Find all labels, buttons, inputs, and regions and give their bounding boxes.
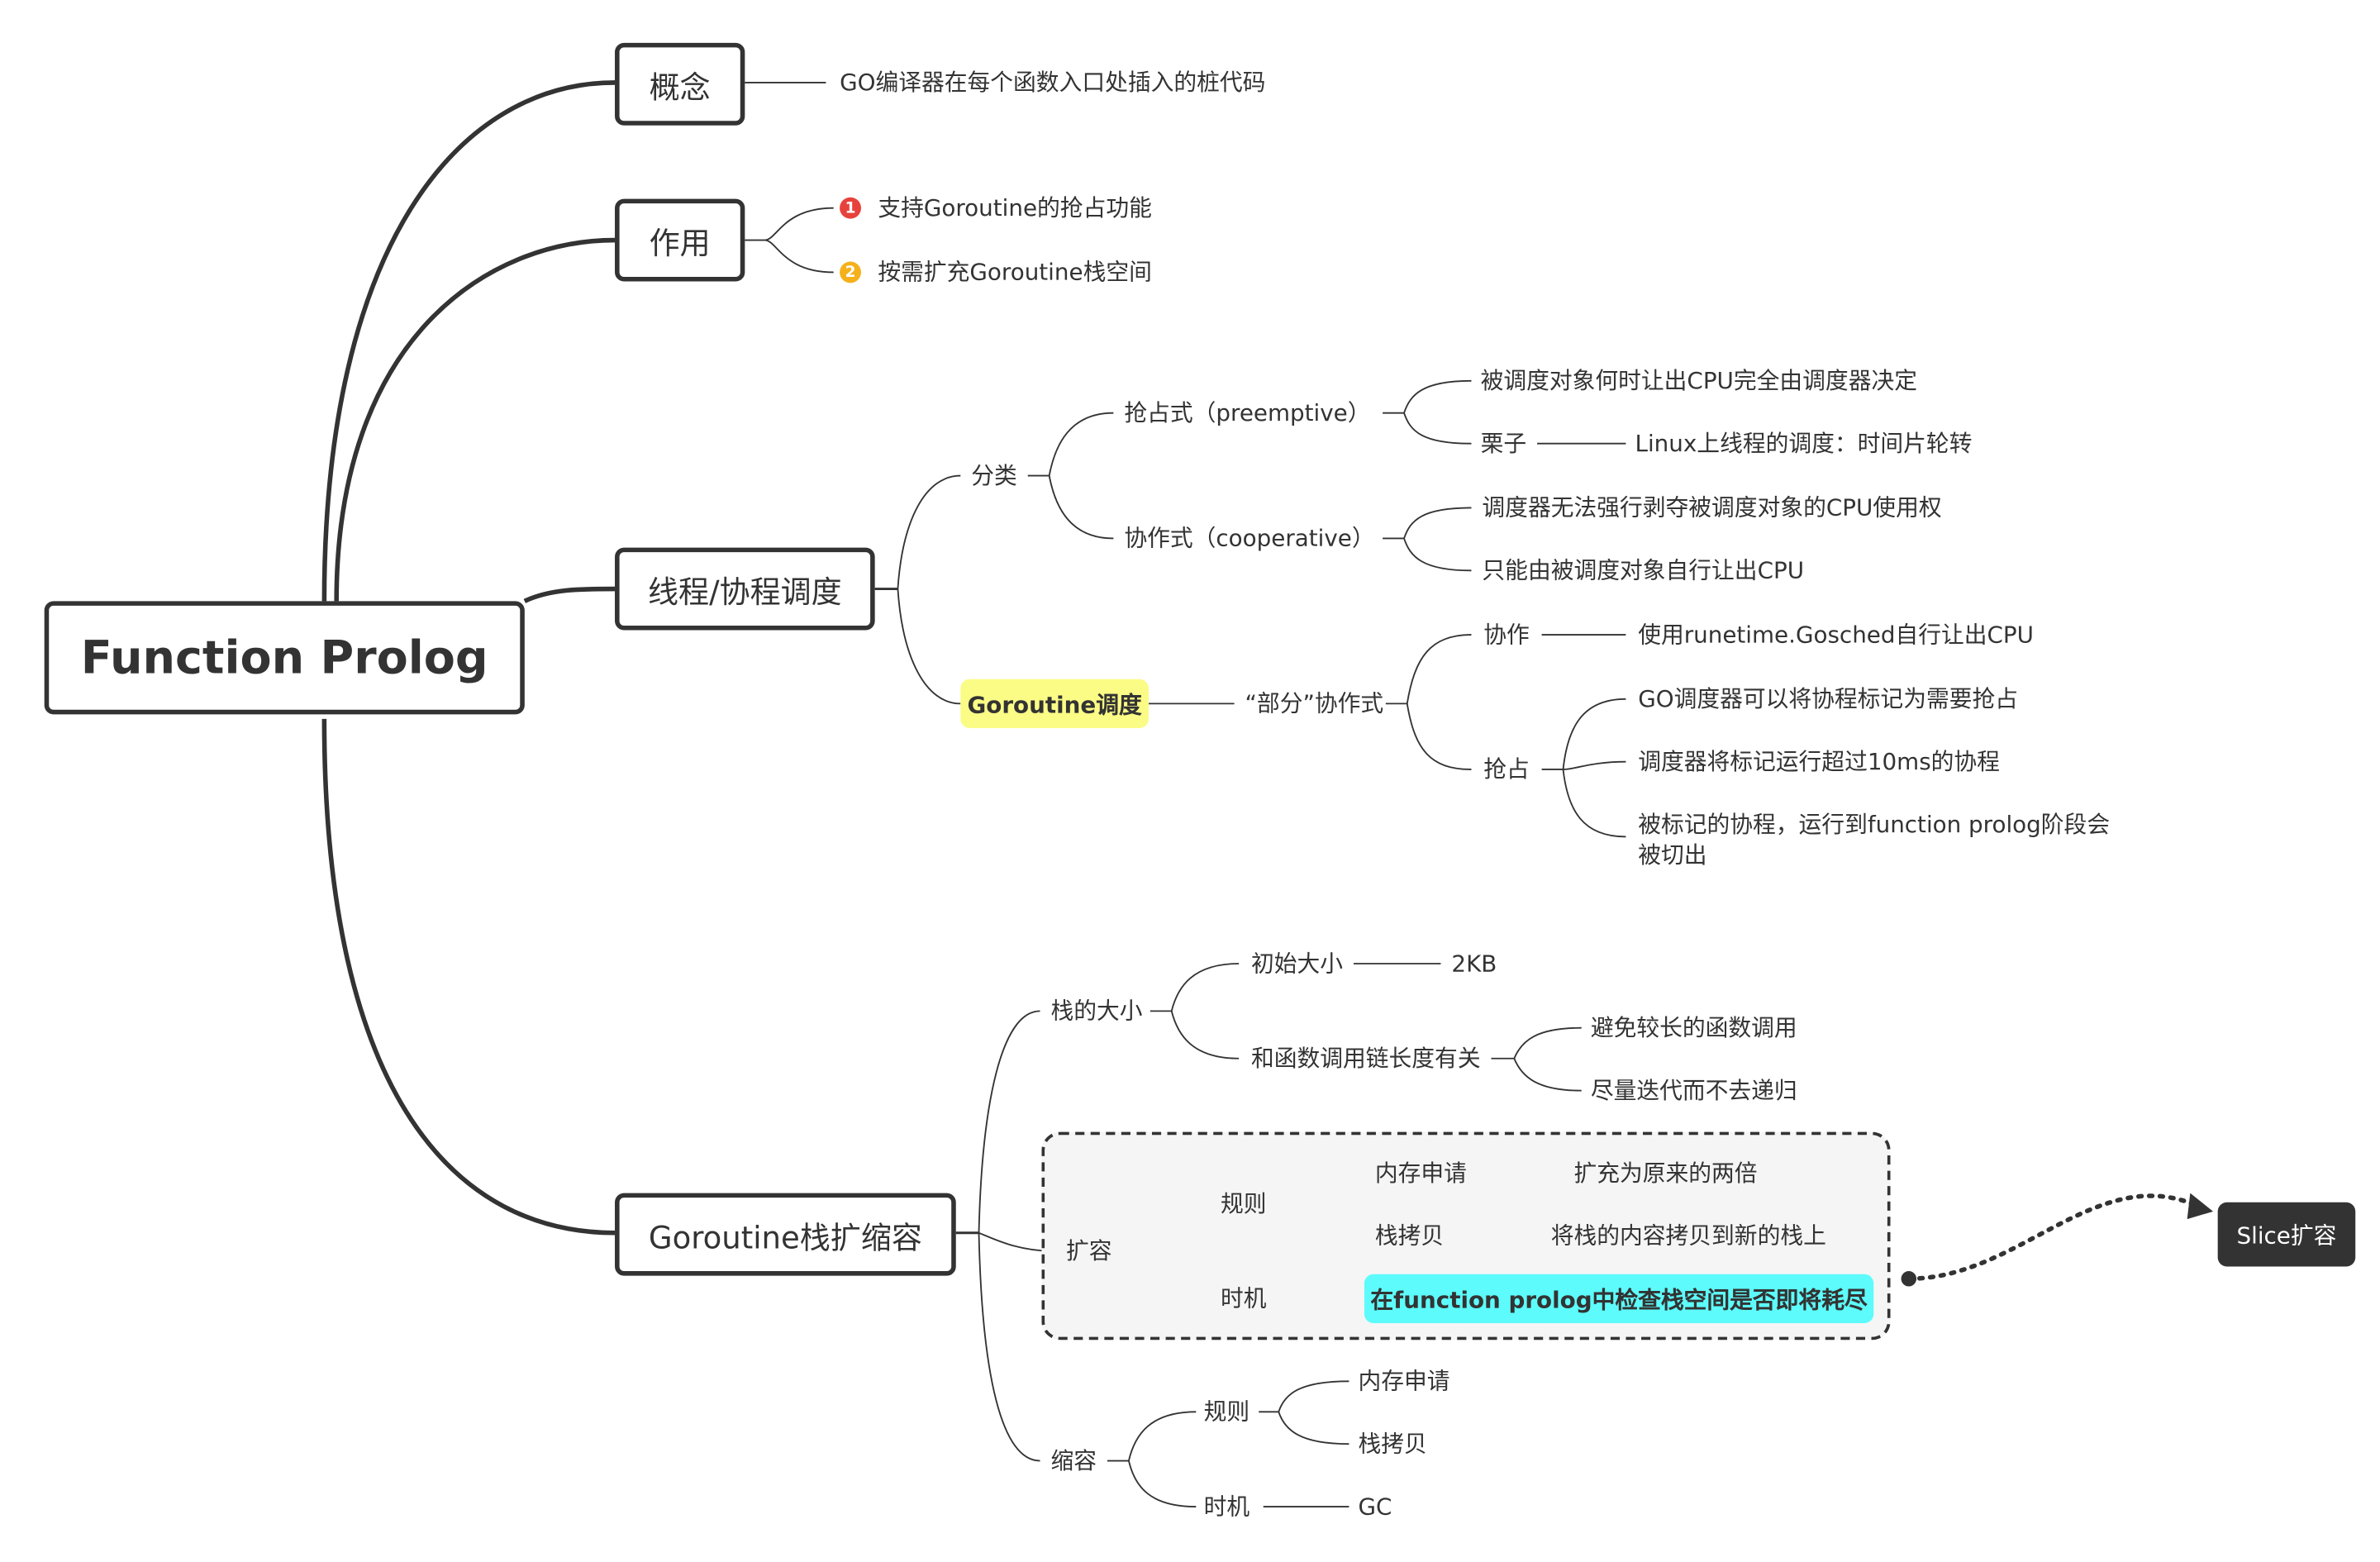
preemptive-desc[interactable]: 被调度对象何时让出CPU完全由调度器决定 [1480,367,1917,395]
link-root-purpose [334,237,616,602]
stack-chain-item-2[interactable]: 尽量迭代而不去递归 [1590,1076,1797,1105]
concept-desc[interactable]: GO编译器在每个函数入口处插入的桩代码 [840,69,1266,97]
link-preempt-1 [1541,698,1626,770]
goroutine-preempt-item-3-cont: 被切出 [1638,841,1707,869]
goroutine-mode[interactable]: “部分”协作式 [1245,689,1384,718]
stack-initial-label[interactable]: 初始大小 [1250,950,1344,978]
sched-category[interactable]: 分类 [971,461,1017,490]
link-sched-category [897,474,961,589]
stack-size[interactable]: 栈的大小 [1050,997,1143,1026]
link-root-stack [321,718,616,1236]
link-coop-1 [1383,507,1472,540]
link-pre-desc [1383,379,1472,414]
topic-scheduling[interactable]: 线程/协程调度 [615,547,875,631]
preemptive-example[interactable]: Linux上线程的调度：时间片轮转 [1635,430,1973,458]
shrink-timing-desc[interactable]: GC [1358,1493,1392,1521]
shrink-copy[interactable]: 栈拷贝 [1358,1430,1427,1458]
shrink-timing[interactable]: 时机 [1203,1493,1250,1521]
goroutine-preempt-item-3[interactable]: 被标记的协程，运行到function prolog阶段会 [1638,810,2111,839]
goroutine-scheduling-topic[interactable]: Goroutine调度 [960,679,1149,728]
link-preempt-2 [1563,760,1626,770]
stack-expand[interactable]: 扩容 [1066,1237,1112,1265]
goroutine-preempt-item-2[interactable]: 调度器将标记运行超过10ms的协程 [1638,748,2000,776]
goroutine-coop-desc[interactable]: 使用runetime.Gosched自行让出CPU [1638,621,2034,649]
purpose-item-1[interactable]: 支持Goroutine的抢占功能 [878,194,1152,222]
topic-purpose[interactable]: 作用 [615,198,745,282]
link-chain-1 [1491,1026,1582,1060]
sched-cooperative[interactable]: 协作式（cooperative） [1124,524,1375,553]
link-srule-copy [1278,1411,1349,1445]
link-root-scheduling [523,586,616,603]
cooperative-item-1[interactable]: 调度器无法强行剥夺被调度对象的CPU使用权 [1482,493,1942,522]
cooperative-item-2[interactable]: 只能由被调度对象自行让出CPU [1482,556,1805,585]
purpose-item-2[interactable]: 按需扩充Goroutine栈空间 [878,258,1152,287]
link-shrink-timing [1127,1460,1197,1507]
marker-2-icon: 2 [840,261,862,283]
topic-stack[interactable]: Goroutine栈扩缩容 [615,1193,956,1276]
shrink-alloc[interactable]: 内存申请 [1358,1367,1450,1395]
expand-alloc-desc[interactable]: 扩充为原来的两倍 [1573,1159,1758,1188]
sched-preemptive[interactable]: 抢占式（preemptive） [1124,399,1371,427]
expand-rule[interactable]: 规则 [1220,1189,1267,1218]
marker-1-icon: 1 [840,197,862,219]
link-cat-cooperative [1048,475,1114,540]
goroutine-preempt-item-1[interactable]: GO调度器可以将协程标记为需要抢占 [1638,685,2019,713]
expand-timing[interactable]: 时机 [1220,1284,1267,1312]
link-size-initial [1150,963,1240,1012]
link-sched-goroutine [897,588,961,705]
link-mode-coop [1385,634,1472,705]
link-size-chain [1170,1011,1240,1060]
expand-copy-desc[interactable]: 将栈的内容拷贝到新的栈上 [1550,1222,1826,1250]
link-srule-alloc [1259,1380,1349,1413]
expand-alloc[interactable]: 内存申请 [1374,1159,1467,1188]
link-root-concept [321,80,616,602]
link-chain-2 [1513,1058,1582,1092]
link-stack-shrink [978,1232,1040,1462]
link-coop-2 [1403,538,1472,572]
shrink-rule[interactable]: 规则 [1203,1398,1250,1426]
goroutine-coop-label[interactable]: 协作 [1483,621,1530,649]
link-cat-preemptive [1027,412,1114,477]
link-pre-example [1403,412,1472,445]
link-purpose-2 [764,239,834,274]
relation-arrow-line [1906,1193,2199,1282]
stack-chain-label[interactable]: 和函数调用链长度有关 [1250,1045,1481,1073]
link-mode-preempt [1406,703,1472,770]
expand-copy[interactable]: 栈拷贝 [1374,1222,1445,1250]
relation-arrow-head [2187,1193,2214,1220]
root-topic[interactable]: Function Prolog [44,601,525,715]
goroutine-preempt-label[interactable]: 抢占 [1483,755,1530,783]
expand-timing-desc[interactable]: 在function prolog中检查栈空间是否即将耗尽 [1364,1274,1874,1323]
stack-shrink[interactable]: 缩容 [1050,1446,1097,1475]
link-stack-size [978,1010,1040,1233]
preemptive-example-label[interactable]: 栗子 [1480,430,1527,458]
link-purpose-1 [745,207,834,241]
stack-chain-item-1[interactable]: 避免较长的函数调用 [1590,1014,1797,1042]
stack-initial-value[interactable]: 2KB [1451,950,1497,978]
related-slice-topic[interactable]: Slice扩容 [2217,1202,2356,1267]
link-preempt-3 [1562,769,1626,838]
topic-concept[interactable]: 概念 [615,42,745,126]
link-shrink-rule [1107,1411,1197,1462]
